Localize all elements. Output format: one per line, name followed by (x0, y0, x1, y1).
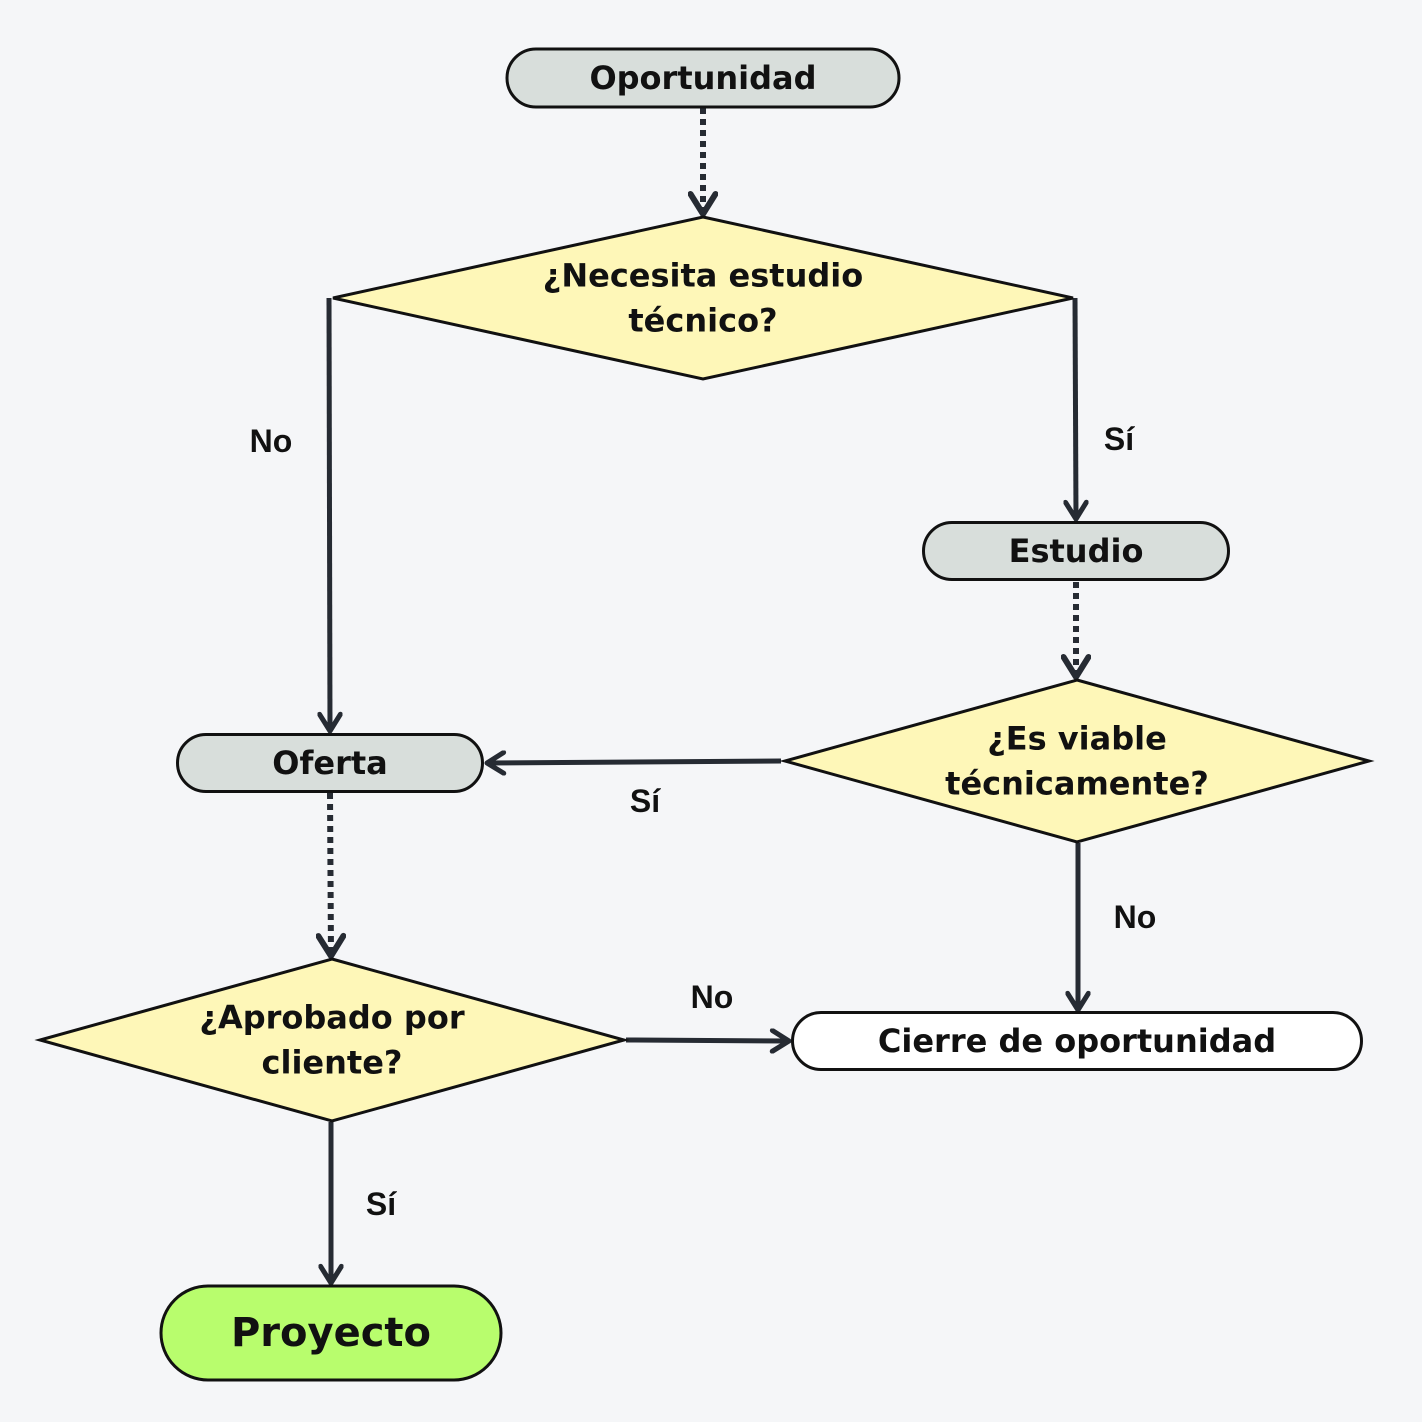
node-es-viable[interactable]: ¿Es viable técnicamente? (779, 678, 1375, 844)
node-shape-diamond (779, 678, 1375, 844)
node-label-aprobado-line-2: cliente? (262, 1044, 403, 1082)
node-shape-pill (922, 521, 1230, 581)
node-shape-pill (159, 1284, 503, 1382)
node-label-estudio: Estudio (1009, 532, 1144, 570)
edge-necesita-estudio-to-estudio (1075, 297, 1076, 519)
edge-necesita-estudio-to-oferta (329, 297, 330, 731)
node-necesita-estudio[interactable]: ¿Necesita estudio técnico? (332, 215, 1074, 381)
edge-label-necesita-estudio-to-estudio: Sí (1104, 421, 1135, 457)
node-label-oferta: Oferta (272, 744, 388, 782)
node-aprobado[interactable]: ¿Aprobado por cliente? (34, 957, 630, 1123)
edge-label-es-viable-to-oferta: Sí (630, 783, 661, 819)
edge-label-aprobado-to-proyecto: Sí (366, 1186, 397, 1222)
nodes-layer: Oportunidad ¿Necesita estudio técnico? Estu… (34, 47, 1375, 1382)
node-label-cierre: Cierre de oportunidad (878, 1022, 1276, 1060)
edge-es-viable-to-oferta (487, 761, 782, 763)
node-label-proyecto: Proyecto (231, 1310, 431, 1356)
edge-oferta-to-aprobado (330, 792, 331, 956)
node-oportunidad[interactable]: Oportunidad (505, 47, 901, 109)
node-cierre[interactable]: Cierre de oportunidad (791, 1011, 1363, 1071)
edge-label-necesita-estudio-to-oferta: No (250, 423, 293, 459)
node-shape-pill (791, 1011, 1363, 1071)
node-label-es-viable-line-2: técnicamente? (945, 765, 1209, 803)
node-oferta[interactable]: Oferta (176, 733, 484, 793)
node-label-necesita-estudio-line-2: técnico? (628, 302, 777, 340)
node-estudio[interactable]: Estudio (922, 521, 1230, 581)
node-label-necesita-estudio-line-1: ¿Necesita estudio (543, 256, 863, 294)
edges-layer (329, 108, 1078, 1283)
node-shape-diamond (332, 215, 1074, 381)
node-shape-pill (505, 47, 901, 109)
node-label-aprobado-line-1: ¿Aprobado por (199, 998, 464, 1036)
node-shape-diamond (34, 957, 630, 1123)
node-label-oportunidad: Oportunidad (589, 59, 816, 97)
node-shape-pill (176, 733, 484, 793)
node-proyecto[interactable]: Proyecto (159, 1284, 503, 1382)
edge-aprobado-to-cierre (625, 1040, 789, 1041)
node-label-es-viable-line-1: ¿Es viable (987, 719, 1167, 757)
edge-label-es-viable-to-cierre: No (1114, 899, 1157, 935)
edge-label-aprobado-to-cierre: No (691, 979, 734, 1015)
